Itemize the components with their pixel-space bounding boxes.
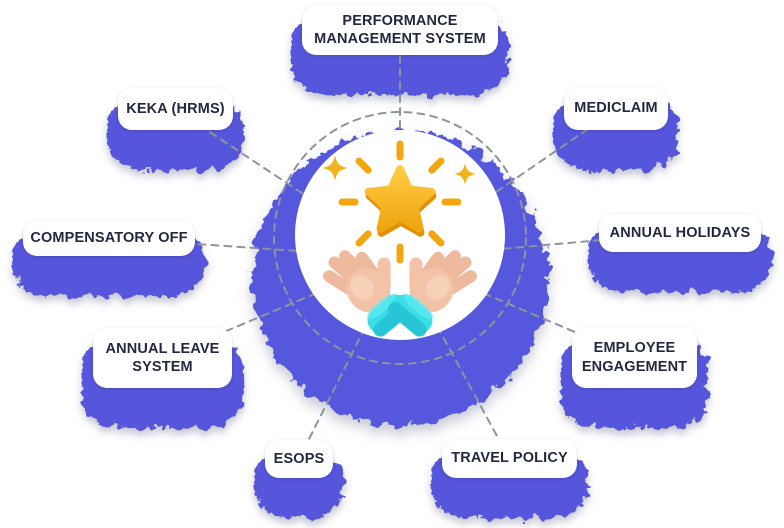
node-pill: COMPENSATORY OFF — [23, 220, 195, 256]
node-esops: ESOPS — [265, 440, 333, 478]
node-keka-hrms: KEKA (HRMS) — [118, 88, 233, 130]
node-annual-holidays: ANNUAL HOLIDAYS — [599, 214, 761, 252]
node-pill: EMPLOYEE ENGAGEMENT — [572, 327, 697, 388]
node-annual-leave-system: ANNUAL LEAVE SYSTEM — [93, 328, 232, 388]
node-pill: MEDICLAIM — [564, 87, 668, 130]
node-pill: TRAVEL POLICY — [442, 439, 577, 478]
node-performance-management-system: PERFORMANCE MANAGEMENT SYSTEM — [302, 5, 498, 55]
hub-inner-circle — [295, 130, 505, 340]
node-label: EMPLOYEE ENGAGEMENT — [581, 340, 688, 375]
node-label: COMPENSATORY OFF — [30, 229, 188, 246]
node-pill: ANNUAL HOLIDAYS — [599, 214, 761, 252]
node-label: KEKA (HRMS) — [126, 100, 225, 117]
node-pill: ANNUAL LEAVE SYSTEM — [93, 328, 232, 388]
node-label: PERFORMANCE MANAGEMENT SYSTEM — [314, 12, 486, 47]
node-travel-policy: TRAVEL POLICY — [442, 439, 577, 478]
node-label: TRAVEL POLICY — [451, 450, 568, 467]
node-pill: KEKA (HRMS) — [118, 88, 233, 130]
node-pill: PERFORMANCE MANAGEMENT SYSTEM — [302, 5, 498, 55]
node-label: ANNUAL LEAVE SYSTEM — [105, 340, 220, 375]
star-icon — [364, 165, 437, 237]
node-mediclaim: MEDICLAIM — [564, 87, 668, 130]
node-pill: ESOPS — [265, 440, 333, 478]
node-label: ESOPS — [273, 450, 325, 467]
node-label: ANNUAL HOLIDAYS — [609, 224, 751, 241]
node-employee-engagement: EMPLOYEE ENGAGEMENT — [572, 327, 697, 388]
node-label: MEDICLAIM — [574, 100, 658, 117]
node-compensatory-off: COMPENSATORY OFF — [23, 220, 195, 256]
hands-holding-star-icon — [322, 140, 477, 337]
